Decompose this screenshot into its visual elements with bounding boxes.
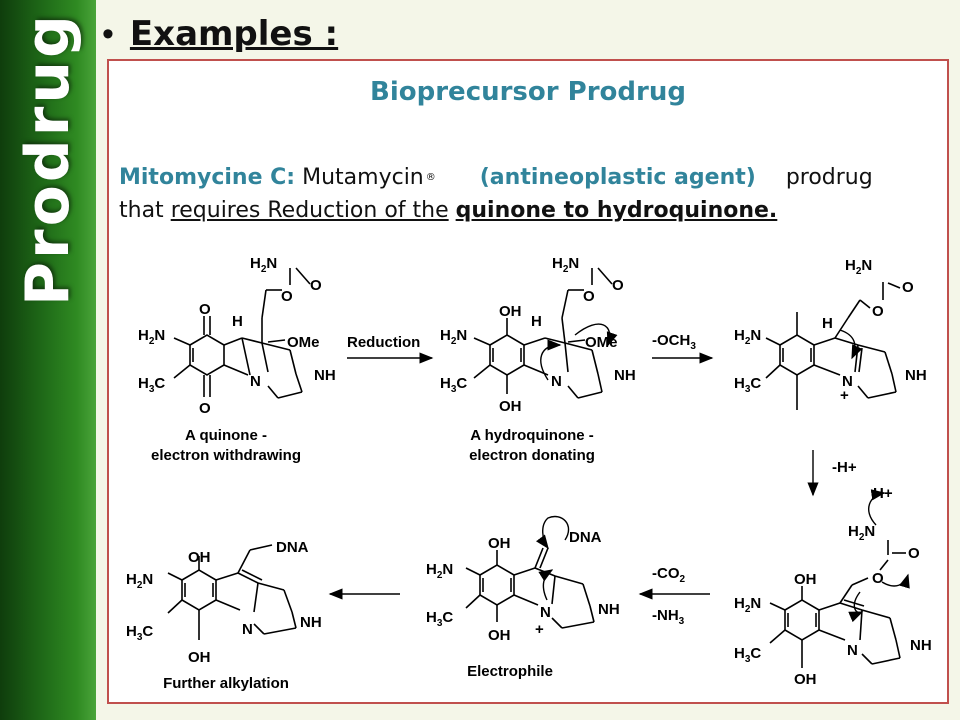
iminium-structure: H2N H3C H NH N + O O H2N <box>734 257 927 410</box>
conversion-phrase: quinone to hydroquinone. <box>455 198 778 223</box>
svg-text:H3C: H3C <box>138 375 165 395</box>
electrophile-structure: DNA OH OH H2N H3C N + NH Electrophile <box>426 515 620 680</box>
svg-text:OH: OH <box>499 398 522 415</box>
svg-text:DNA: DNA <box>569 529 602 546</box>
registered-mark: ® <box>425 172 436 183</box>
slide-heading: • Examples : <box>102 6 338 62</box>
svg-text:-NH3: -NH3 <box>652 607 685 627</box>
svg-text:OH: OH <box>488 535 511 552</box>
svg-text:Reduction: Reduction <box>347 334 420 351</box>
svg-text:-OCH3: -OCH3 <box>652 332 696 352</box>
svg-text:N: N <box>540 604 551 621</box>
svg-text:N: N <box>842 373 853 390</box>
svg-text:NH: NH <box>910 637 932 654</box>
hydroquinone-caption-1: A hydroquinone - <box>470 427 594 444</box>
svg-text:H3C: H3C <box>426 609 453 629</box>
svg-text:N: N <box>551 373 562 390</box>
svg-text:NH: NH <box>614 367 636 384</box>
svg-text:NH: NH <box>300 614 322 631</box>
content-frame: Bioprecursor Prodrug Mitomycine C: Mutam… <box>107 59 949 704</box>
quinone-structure: O O H2N H3C H OMe NH N O O H2N A quinone… <box>138 255 336 464</box>
svg-text:NH: NH <box>905 367 927 384</box>
svg-text:H2N: H2N <box>138 327 165 347</box>
svg-text:OMe: OMe <box>287 334 320 351</box>
prodrug-word: prodrug <box>785 165 873 190</box>
svg-text:-H+: -H+ <box>832 459 857 476</box>
svg-text:H2N: H2N <box>734 327 761 347</box>
hydroquinone-structure: OH OH H2N H3C H OMe NH N O O H2N A hydro… <box>440 255 636 464</box>
svg-text:O: O <box>612 277 624 294</box>
svg-text:O: O <box>281 288 293 305</box>
svg-text:O: O <box>583 288 595 305</box>
svg-text:H: H <box>232 313 243 330</box>
svg-text:O: O <box>908 545 920 562</box>
svg-text:O: O <box>310 277 322 294</box>
svg-text:N: N <box>250 373 261 390</box>
brand-name: Mutamycin <box>302 165 424 190</box>
svg-text:H2N: H2N <box>845 257 872 277</box>
svg-text:H2N: H2N <box>426 561 453 581</box>
svg-text:NH: NH <box>598 601 620 618</box>
svg-text:OH: OH <box>188 649 211 666</box>
svg-text:OMe: OMe <box>585 334 618 351</box>
svg-text:H+: H+ <box>873 485 893 502</box>
svg-text:N: N <box>242 621 253 638</box>
svg-text:OH: OH <box>499 303 522 320</box>
drug-category: (antineoplastic agent) <box>479 165 756 190</box>
svg-text:OH: OH <box>794 671 817 688</box>
electrophile-caption: Electrophile <box>467 663 553 680</box>
svg-text:H2N: H2N <box>848 523 875 543</box>
svg-text:H3C: H3C <box>734 375 761 395</box>
svg-text:O: O <box>902 279 914 296</box>
bullet-icon: • <box>102 15 114 53</box>
svg-text:OH: OH <box>488 627 511 644</box>
svg-text:H3C: H3C <box>734 645 761 665</box>
deprotonation-step: -H+ <box>807 450 857 497</box>
that-word: that <box>119 198 164 223</box>
reduction-step: Reduction <box>347 334 434 364</box>
svg-text:H: H <box>822 315 833 332</box>
svg-text:OH: OH <box>188 549 211 566</box>
requirement-phrase: requires Reduction of the <box>170 198 449 223</box>
demethoxylation-step: -OCH3 <box>652 332 714 364</box>
heading-text: Examples : <box>129 14 339 54</box>
svg-text:O: O <box>199 400 211 417</box>
svg-text:+: + <box>840 387 849 404</box>
svg-text:H2N: H2N <box>440 327 467 347</box>
svg-text:O: O <box>872 570 884 587</box>
svg-text:+: + <box>535 621 544 638</box>
decarboxylation-step: -CO2 -NH3 <box>638 565 710 627</box>
carbamate-intermediate-structure: H+ H2N O O OH OH H2N H3C N NH <box>734 485 932 688</box>
drug-name: Mitomycine C: <box>119 165 296 190</box>
svg-text:N: N <box>847 642 858 659</box>
svg-text:H3C: H3C <box>440 375 467 395</box>
svg-text:OH: OH <box>794 571 817 588</box>
box-title: Bioprecursor Prodrug <box>370 77 686 107</box>
hydroquinone-caption-2: electron donating <box>469 447 595 464</box>
sidebar-band: Prodrug <box>0 0 96 720</box>
svg-text:H: H <box>531 313 542 330</box>
svg-text:O: O <box>199 301 211 318</box>
svg-text:DNA: DNA <box>276 539 309 556</box>
alkylation-caption: Further alkylation <box>163 675 289 692</box>
svg-text:NH: NH <box>314 367 336 384</box>
description-paragraph: Mitomycine C: Mutamycin® (antineoplastic … <box>119 161 937 227</box>
svg-text:H2N: H2N <box>734 595 761 615</box>
svg-text:-CO2: -CO2 <box>652 565 686 585</box>
svg-text:H2N: H2N <box>126 571 153 591</box>
svg-text:H2N: H2N <box>250 255 277 275</box>
quinone-caption-2: electron withdrawing <box>151 447 301 464</box>
quinone-caption-1: A quinone - <box>185 427 267 444</box>
alkylated-product-structure: DNA OH OH H2N H3C N NH Further alkylatio… <box>126 539 322 692</box>
svg-text:H2N: H2N <box>552 255 579 275</box>
svg-text:H3C: H3C <box>126 623 153 643</box>
svg-text:O: O <box>872 303 884 320</box>
